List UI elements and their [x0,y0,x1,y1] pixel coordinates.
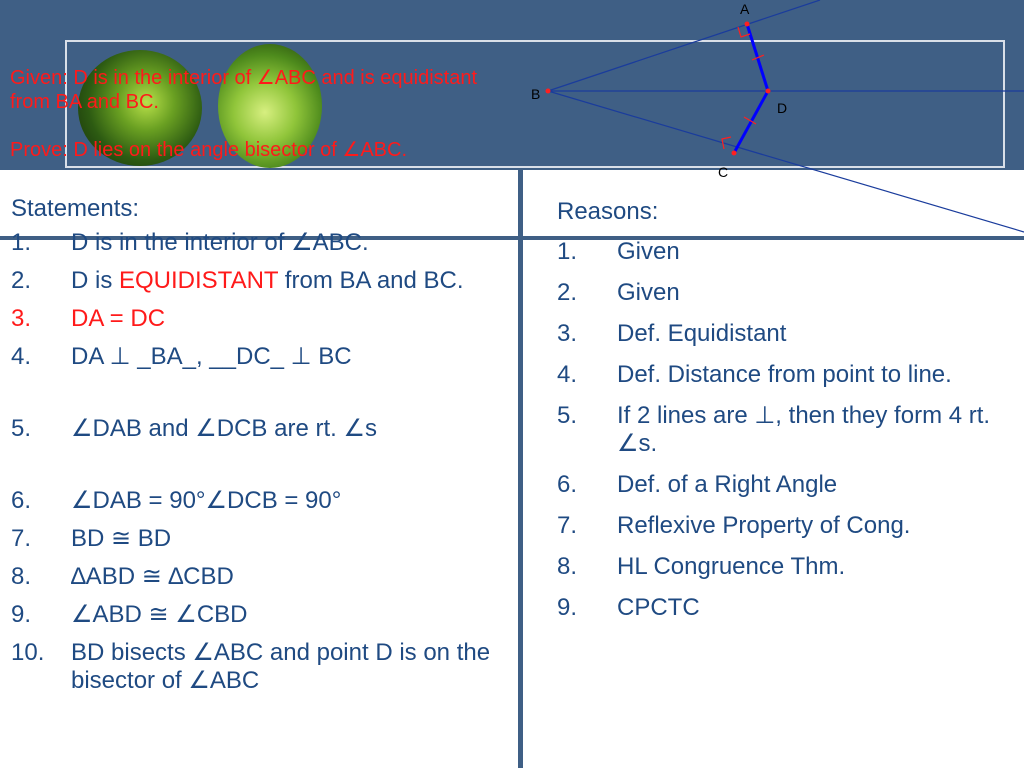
reason-2: 2. Given [557,279,997,307]
statement-text: ∠DAB and ∠DCB are rt. ∠s [71,415,377,442]
horizontal-divider [0,236,1024,240]
statement-text: D is in the interior of ∠ABC. [71,229,369,256]
point-d [765,88,771,94]
header-inset-frame [65,40,1005,168]
leaf-photo-2 [218,44,322,168]
reason-number: 2. [557,279,578,306]
reason-number: 3. [557,320,578,347]
statement-number: 6. [11,487,32,514]
tick-mark-da [751,54,765,61]
reason-text: Reflexive Property of Cong. [617,512,911,539]
statement-6: 6. ∠DAB = 90°∠DCB = 90° [11,487,501,515]
tick-mark-dc [743,116,757,125]
statements-column: Statements: 1. D is in the interior of ∠… [11,195,501,695]
leaf-photo-1 [78,50,202,166]
point-b [545,88,551,94]
statement-text-post: from BA and BC. [278,267,464,294]
reason-text: Given [617,238,680,265]
statement-number: 1. [11,229,32,256]
statement-text: BD ≅ BD [71,525,172,552]
statement-text: ∆ABD ≅ ∆CBD [71,563,234,590]
reason-9: 9. CPCTC [557,594,997,622]
statement-3: 3. DA = DC [11,305,501,333]
reason-6: 6. Def. of a Right Angle [557,471,997,499]
statement-number: 5. [11,415,32,442]
reason-5: 5. If 2 lines are ⊥, then they form 4 rt… [557,402,997,458]
prove-text: Prove: D lies on the angle bisector of ∠… [10,139,408,161]
problem-statement: Given: D is in the interior of ∠ABC and … [10,42,510,186]
statement-number: 10. [11,639,45,666]
ray-bc [547,90,1024,233]
right-angle-marker-c [721,136,732,150]
reason-4: 4. Def. Distance from point to line. [557,361,997,389]
statement-number: 8. [11,563,32,590]
reason-text: If 2 lines are ⊥, then they form 4 rt. ∠… [617,402,991,457]
reason-number: 8. [557,553,578,580]
statement-1: 1. D is in the interior of ∠ABC. [11,229,501,257]
statement-text: DA ⊥ _BA_, __DC_ ⊥ BC [71,343,352,370]
reasons-column: Reasons: 1. Given 2. Given 3. Def. Equid… [557,198,997,622]
statement-9: 9. ∠ABD ≅ ∠CBD [11,601,501,629]
reason-number: 5. [557,402,578,429]
statement-10: 10. BD bisects ∠ABC and point D is on th… [11,639,501,695]
reason-3: 3. Def. Equidistant [557,320,997,348]
label-c: C [718,164,728,180]
label-d: D [777,100,787,116]
given-text: Given: D is in the interior of ∠ABC and … [10,67,478,113]
statement-number: 4. [11,343,32,370]
statement-2: 2. D is EQUIDISTANT from BA and BC. [11,267,501,295]
reason-text: Def. Equidistant [617,320,787,347]
reason-number: 1. [557,238,578,265]
statement-5: 5. ∠DAB and ∠DCB are rt. ∠s [11,415,501,443]
reason-text: Given [617,279,680,306]
statement-number: 7. [11,525,32,552]
statement-4: 4. DA ⊥ _BA_, __DC_ ⊥ BC [11,343,501,371]
right-angle-marker-a [737,26,751,38]
statement-7: 7. BD ≅ BD [11,525,501,553]
label-a: A [740,1,750,17]
vertical-divider [518,170,523,768]
statement-text-pre: D is [71,267,119,294]
reason-1: 1. Given [557,238,997,266]
reason-number: 4. [557,361,578,388]
reasons-heading: Reasons: [557,198,659,225]
label-b: B [531,86,540,102]
statement-text: ∠DAB = 90°∠DCB = 90° [71,487,342,514]
segment-dc [732,90,770,154]
statement-text: DA = DC [71,305,166,332]
statement-number: 2. [11,267,32,294]
statement-text: ∠ABD ≅ ∠CBD [71,601,248,628]
ray-ba [547,0,821,92]
point-a [744,21,750,27]
statement-8: 8. ∆ABD ≅ ∆CBD [11,563,501,591]
reason-8: 8. HL Congruence Thm. [557,553,997,581]
reason-number: 9. [557,594,578,621]
statement-number: 9. [11,601,32,628]
statement-text: BD bisects ∠ABC and point D is on the bi… [71,639,491,694]
statement-number: 3. [11,305,32,332]
point-c [731,150,737,156]
reason-text: Def. of a Right Angle [617,471,838,498]
equidistant-highlight: EQUIDISTANT [119,267,279,294]
reason-number: 7. [557,512,578,539]
geometry-diagram: A B D C [531,0,1024,233]
reason-text: CPCTC [617,594,700,621]
reason-text: HL Congruence Thm. [617,553,846,580]
statements-heading: Statements: [11,195,140,222]
reason-text: Def. Distance from point to line. [617,361,952,388]
reason-number: 6. [557,471,578,498]
reason-7: 7. Reflexive Property of Cong. [557,512,997,540]
